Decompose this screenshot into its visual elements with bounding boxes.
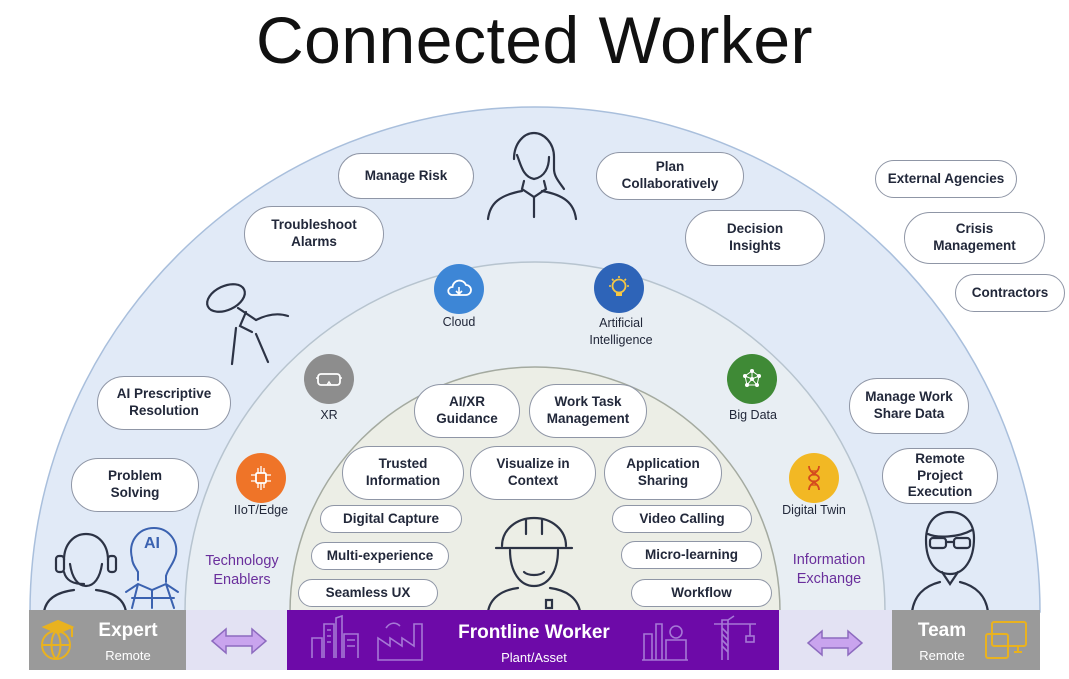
graduation-globe-icon: [41, 619, 75, 660]
cloud-icon: [434, 264, 484, 314]
lightbulb-icon: [594, 263, 644, 313]
label-digital-twin: Digital Twin: [782, 503, 846, 517]
diagram-title: Connected Worker: [255, 3, 814, 77]
label-information-exchange: Information Exchange: [792, 552, 866, 587]
crane-icon: [714, 615, 756, 660]
pill-decision-insights: Decision Insights: [685, 210, 825, 266]
pill-plan-collaboratively: Plan Collaboratively: [596, 152, 744, 200]
pill-digital-capture: Digital Capture: [320, 505, 462, 533]
label-xr: XR: [320, 408, 338, 422]
chip-icon: [236, 453, 286, 503]
network-icon: [727, 354, 777, 404]
pill-external-agencies: External Agencies: [875, 160, 1017, 198]
ai-badge: AI: [144, 535, 160, 552]
expert-title: Expert: [98, 620, 158, 641]
frontline-title: Frontline Worker: [458, 622, 610, 643]
pill-application-sharing: Application Sharing: [604, 446, 722, 500]
dna-icon: [789, 453, 839, 503]
pill-workflow: Workflow: [631, 579, 772, 607]
label-technology-enablers: Technology Enablers: [205, 553, 279, 588]
label-big-data: Big Data: [729, 408, 777, 422]
vr-headset-icon: [304, 354, 354, 404]
pill-problem-solving: Problem Solving: [71, 458, 199, 512]
pill-ai-prescriptive-resolution: AI Prescriptive Resolution: [97, 376, 231, 430]
pill-work-task-management: Work Task Management: [529, 384, 647, 438]
pill-visualize-in-context: Visualize in Context: [470, 446, 596, 500]
team-panel: [892, 610, 1040, 670]
label-cloud: Cloud: [442, 315, 476, 329]
pill-contractors: Contractors: [955, 274, 1065, 312]
woman-icon: [486, 131, 578, 221]
team-subtitle: Remote: [919, 648, 965, 663]
ai-head-icon: AI: [125, 526, 179, 609]
label-artificial-intelligence: Artificial Intelligence: [589, 316, 653, 347]
pill-multi-experience: Multi-experience: [311, 542, 449, 570]
pill-crisis-management: Crisis Management: [904, 212, 1045, 264]
label-iiot-edge: IIoT/Edge: [233, 503, 289, 517]
pill-manage-work-share-data: Manage Work Share Data: [849, 378, 969, 434]
drone-icon: [206, 283, 290, 366]
pill-video-calling: Video Calling: [612, 505, 752, 533]
frontline-panel: [287, 610, 779, 670]
headset-agent-icon: [42, 532, 128, 612]
pill-manage-risk: Manage Risk: [338, 153, 474, 199]
double-arrow-icon: [210, 627, 268, 655]
man-glasses-icon: [910, 510, 990, 612]
team-title: Team: [917, 620, 967, 641]
pill-troubleshoot-alarms: Troubleshoot Alarms: [244, 206, 384, 262]
pill-seamless-ux: Seamless UX: [298, 579, 438, 607]
devices-icon: [985, 621, 1027, 659]
frontline-subtitle: Plant/Asset: [501, 650, 567, 665]
expert-panel: [29, 610, 186, 670]
pill-micro-learning: Micro-learning: [621, 541, 762, 569]
pill-remote-project-execution: Remote Project Execution: [882, 448, 998, 504]
expert-subtitle: Remote: [105, 648, 151, 663]
pill-ai-xr-guidance: AI/XR Guidance: [414, 384, 520, 438]
pill-trusted-information: Trusted Information: [342, 446, 464, 500]
factory-icon: [377, 622, 423, 661]
city-icon: [311, 614, 359, 658]
double-arrow-icon-right: [806, 629, 864, 657]
refinery-icon: [642, 623, 688, 661]
hardhat-worker-icon: [486, 516, 582, 612]
